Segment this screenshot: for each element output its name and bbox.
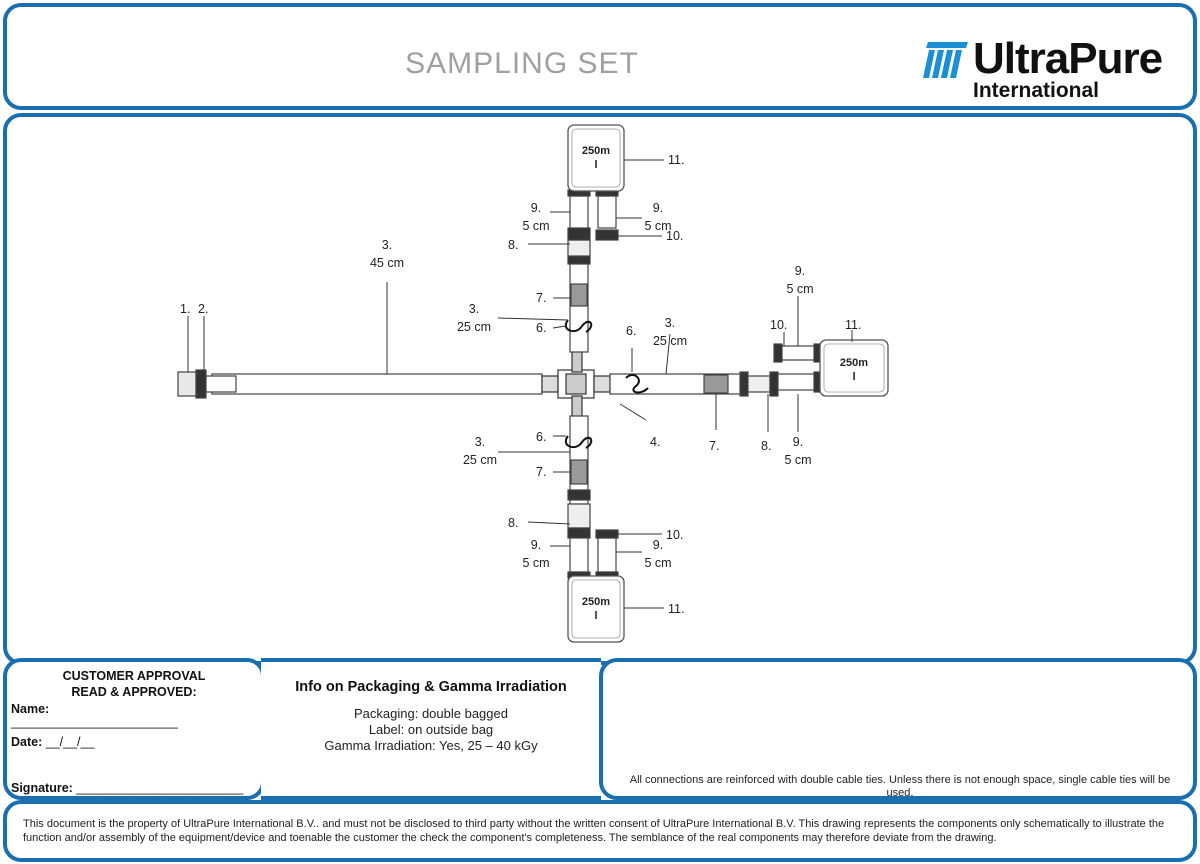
label-9-up-b: 9.5 cm xyxy=(644,201,672,233)
drawing-panel xyxy=(3,113,1197,665)
label-11-up: 11. xyxy=(668,153,685,167)
label-6-up: 6. xyxy=(536,321,547,335)
label-3-long: 3.45 cm xyxy=(369,238,405,270)
label-10-right: 10. xyxy=(770,318,788,332)
packaging-line-3: Gamma Irradiation: Yes, 25 – 40 kGy xyxy=(324,738,538,753)
label-9-up-a: 9.5 cm xyxy=(522,201,550,233)
label-11-right: 11. xyxy=(845,318,862,332)
label-7-up: 7. xyxy=(536,291,547,305)
signature-label: Signature: ________________________ xyxy=(11,781,244,795)
label-9-right-a: 9.5 cm xyxy=(786,264,814,296)
packaging-line-2: Label: on outside bag xyxy=(368,722,494,737)
label-3-right: 3.25 cm xyxy=(652,316,688,348)
label-6-right: 6. xyxy=(626,324,637,338)
label-11-down: 11. xyxy=(668,602,685,616)
label-9-down-a: 9.5 cm xyxy=(522,538,550,570)
label-10-down: 10. xyxy=(666,528,684,542)
label-1: 1. xyxy=(180,302,191,316)
name-label: Name: xyxy=(11,702,50,716)
disclaimer-text: This document is the property of UltraPu… xyxy=(23,818,1165,844)
logo-subtitle: International xyxy=(973,79,1100,102)
label-8-down: 8. xyxy=(508,516,519,530)
label-7-down: 7. xyxy=(536,465,547,479)
label-4: 4. xyxy=(650,435,661,449)
packaging-info-panel: Info on Packaging & Gamma Irradiation Pa… xyxy=(261,658,601,800)
document-title: SAMPLING SET xyxy=(405,47,639,80)
label-9-right-b: 9.5 cm xyxy=(784,435,812,467)
logo-wordmark: UltraPure xyxy=(973,34,1163,83)
packaging-title: Info on Packaging & Gamma Irradiation xyxy=(295,679,567,695)
date-label: Date: __/__/__ xyxy=(11,735,95,749)
label-3-down: 3.25 cm xyxy=(462,435,498,467)
footer-panel: This document is the property of UltraPu… xyxy=(3,800,1197,862)
notes-panel: All connections are reinforced with doub… xyxy=(599,658,1197,800)
packaging-line-1: Packaging: double bagged xyxy=(354,706,508,721)
label-3-up: 3.25 cm xyxy=(456,302,492,334)
label-6-down: 6. xyxy=(536,430,547,444)
ultrapure-logo-icon xyxy=(923,42,968,78)
label-8-right: 8. xyxy=(761,439,772,453)
label-2: 2. xyxy=(198,302,209,316)
label-10-up: 10. xyxy=(666,229,684,243)
label-7-right: 7. xyxy=(709,439,720,453)
cable-ties-note: All connections are reinforced with doub… xyxy=(629,774,1171,799)
label-8-up: 8. xyxy=(508,238,519,252)
label-9-down-b: 9.5 cm xyxy=(644,538,672,570)
name-line: ________________________ xyxy=(11,715,178,729)
header-panel: SAMPLING SET UltraPure International xyxy=(3,3,1197,110)
